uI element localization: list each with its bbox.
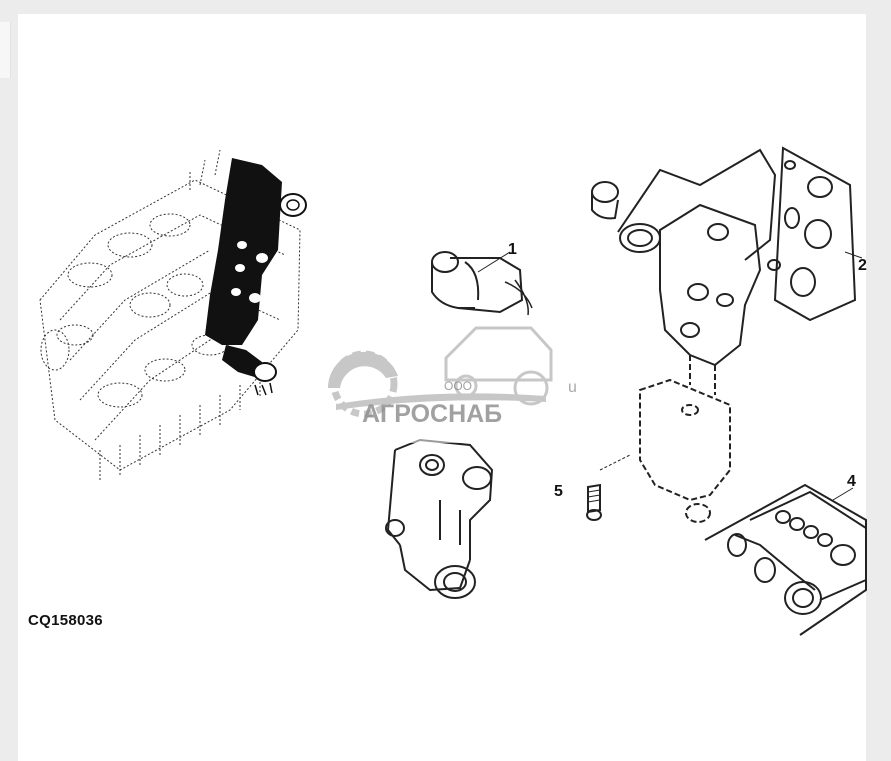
spacer-block xyxy=(639,355,731,523)
part-4-seal-kit xyxy=(704,483,867,636)
part-1-solenoid xyxy=(431,251,533,316)
valve-stack-assembly xyxy=(39,149,301,480)
watermark-brand: АГРОСНАБ xyxy=(362,400,502,428)
agrosnab-watermark: ООО АГРОСНАБ xyxy=(327,318,576,443)
callout-1: 1 xyxy=(508,241,517,258)
callout-5: 5 xyxy=(554,483,563,500)
highlighted-solenoid-section xyxy=(205,158,307,396)
part-2-manifold xyxy=(591,146,863,367)
figure-code: CQ158036 xyxy=(28,612,103,629)
callout-2: 2 xyxy=(858,257,867,274)
part-5-bolt xyxy=(586,454,631,521)
callout-4: 4 xyxy=(847,473,856,490)
left-edge-tab xyxy=(0,22,11,78)
watermark-prefix: ООО xyxy=(444,379,472,393)
valve-housing xyxy=(385,438,494,599)
